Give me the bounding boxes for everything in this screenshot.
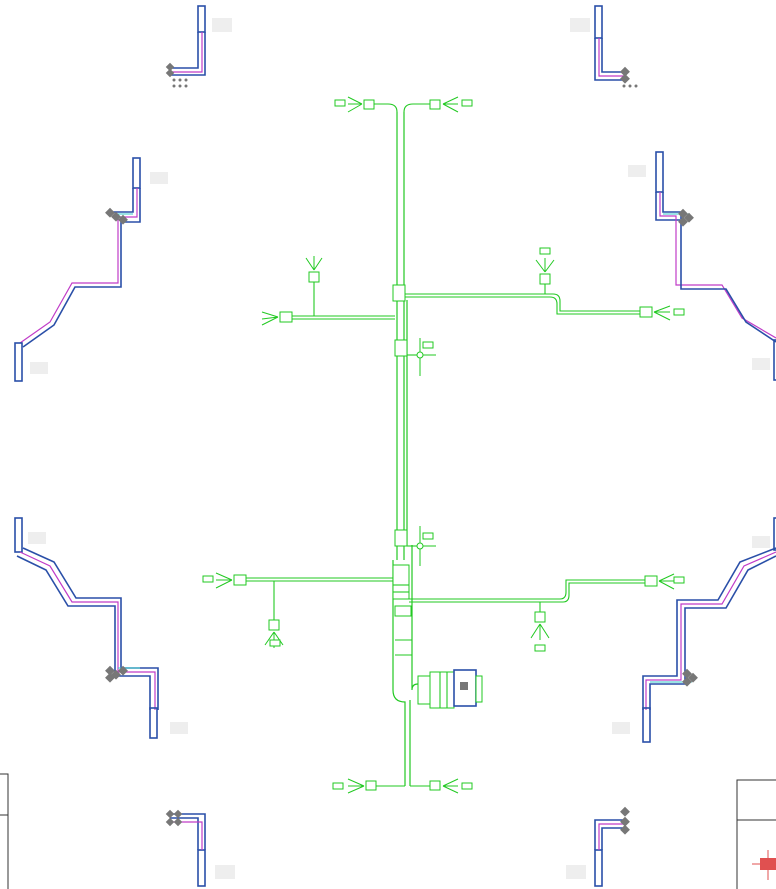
- fixture-top-right-small: [570, 5, 638, 88]
- fixture-bottom-right-small: [566, 806, 630, 887]
- branch-lower-right: [409, 573, 685, 652]
- fixture-right-lower-curve: [612, 517, 776, 743]
- main-connector-assembly: [417, 669, 483, 709]
- fixture-left-upper-curve: [14, 157, 168, 382]
- fixture-right-upper-curve: [628, 151, 776, 381]
- title-block-left: [0, 773, 9, 889]
- fixture-top-left-small: [165, 5, 232, 88]
- fixture-bottom-left-small: [165, 809, 235, 887]
- branch-lower-left: [202, 572, 393, 648]
- branch-mid-cross-lower: [407, 526, 436, 566]
- branch-bottom-split: [332, 778, 473, 794]
- fixture-left-lower-curve: [14, 517, 188, 739]
- branch-upper-left: [261, 256, 395, 326]
- harness-main-trunk: [392, 112, 419, 786]
- branch-upper-right: [405, 247, 685, 321]
- branch-top-split: [334, 96, 473, 113]
- position-marker: [752, 850, 776, 880]
- title-block-right: [736, 779, 776, 889]
- branch-mid-cross-upper: [407, 338, 436, 376]
